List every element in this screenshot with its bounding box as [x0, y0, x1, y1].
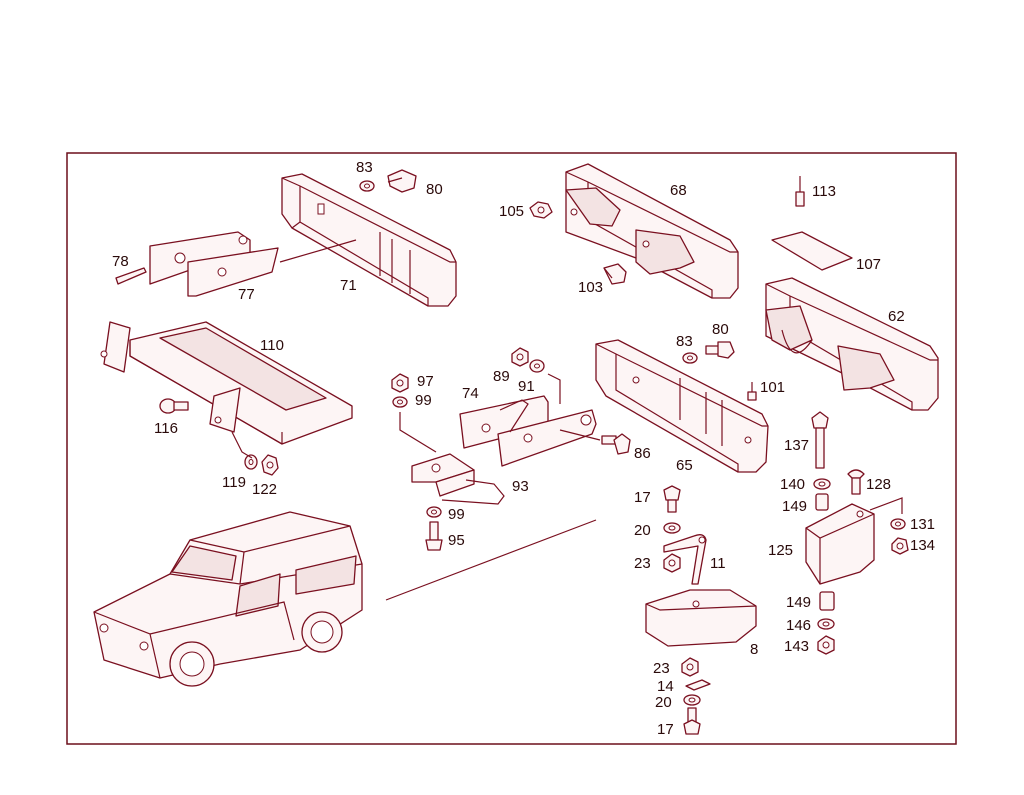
- part-103-bolt[interactable]: [603, 263, 627, 285]
- part-8-mount[interactable]: [645, 589, 757, 647]
- label-78: 78: [112, 253, 129, 270]
- part-74-hinge[interactable]: [459, 395, 601, 467]
- part-91-washer[interactable]: [529, 359, 545, 373]
- label-103: 103: [578, 279, 603, 296]
- part-149-spacer-lower[interactable]: [819, 591, 835, 611]
- part-68-bumper[interactable]: [565, 163, 739, 299]
- part-65-bumper[interactable]: [595, 339, 769, 473]
- part-105-nut[interactable]: [529, 201, 553, 219]
- label-83-top: 83: [356, 159, 373, 176]
- label-116: 116: [154, 420, 178, 437]
- part-93-bracket[interactable]: [411, 453, 505, 505]
- label-80-mid: 80: [712, 321, 729, 338]
- label-68: 68: [670, 182, 687, 199]
- label-14: 14: [657, 678, 674, 695]
- label-128: 128: [866, 476, 891, 493]
- part-97-nut[interactable]: [391, 373, 409, 393]
- label-8: 8: [750, 641, 758, 658]
- label-149-lower: 149: [786, 594, 811, 611]
- part-20-washer-lower[interactable]: [683, 694, 701, 706]
- label-20-lower: 20: [655, 694, 672, 711]
- part-83-washer-mid[interactable]: [682, 352, 698, 364]
- label-97: 97: [417, 373, 434, 390]
- part-71-bumper[interactable]: [281, 173, 457, 307]
- part-113-bolt[interactable]: [795, 176, 805, 207]
- label-107: 107: [856, 256, 881, 273]
- label-99-upper: 99: [415, 392, 432, 409]
- part-62-bumper[interactable]: [765, 277, 939, 411]
- part-99-washer-lower[interactable]: [426, 506, 442, 518]
- label-20-upper: 20: [634, 522, 651, 539]
- label-23-upper: 23: [634, 555, 651, 572]
- label-74: 74: [462, 385, 479, 402]
- label-11: 11: [710, 555, 726, 572]
- label-95: 95: [448, 532, 465, 549]
- label-146: 146: [786, 617, 811, 634]
- label-62: 62: [888, 308, 905, 325]
- part-128-bolt[interactable]: [847, 469, 865, 495]
- part-140-washer[interactable]: [813, 478, 831, 490]
- part-146-washer[interactable]: [817, 618, 835, 630]
- label-110: 110: [260, 337, 284, 354]
- label-23-lower: 23: [653, 660, 670, 677]
- part-83-washer-top[interactable]: [359, 180, 375, 192]
- label-71: 71: [340, 277, 357, 294]
- label-86: 86: [634, 445, 651, 462]
- part-143-nut[interactable]: [817, 635, 835, 655]
- label-131: 131: [910, 516, 935, 533]
- part-17-bolt-lower[interactable]: [683, 707, 701, 735]
- label-140: 140: [780, 476, 805, 493]
- label-83-mid: 83: [676, 333, 693, 350]
- vehicle-illustration: [93, 511, 363, 687]
- part-137-bolt[interactable]: [811, 411, 829, 469]
- label-122: 122: [252, 481, 277, 498]
- part-17-bolt-upper[interactable]: [663, 485, 681, 513]
- label-105: 105: [499, 203, 524, 220]
- part-77-bracket[interactable]: [149, 231, 357, 297]
- label-134: 134: [910, 537, 935, 554]
- part-95-bolt[interactable]: [425, 521, 443, 551]
- part-125-mount[interactable]: [805, 503, 875, 585]
- label-91: 91: [518, 378, 535, 395]
- label-93: 93: [512, 478, 529, 495]
- label-149-upper: 149: [782, 498, 807, 515]
- label-89: 89: [493, 368, 510, 385]
- part-23-nut-lower[interactable]: [681, 657, 699, 677]
- label-125: 125: [768, 542, 793, 559]
- label-101: 101: [760, 379, 785, 396]
- part-86-bolt[interactable]: [601, 433, 631, 455]
- label-119: 119: [222, 474, 246, 491]
- part-107-plate[interactable]: [771, 231, 853, 271]
- label-113: 113: [812, 183, 836, 200]
- part-20-washer-upper[interactable]: [663, 522, 681, 534]
- part-11-bracket[interactable]: [663, 534, 707, 585]
- label-17-upper: 17: [634, 489, 651, 506]
- part-134-nut[interactable]: [891, 537, 909, 555]
- part-149-spacer-upper[interactable]: [815, 493, 829, 511]
- part-labels: 83 80 78 77 71 105 68 103 113 107 62 110…: [112, 159, 935, 738]
- part-78-strip[interactable]: [115, 267, 147, 285]
- part-131-washer[interactable]: [890, 518, 906, 530]
- part-110-tray[interactable]: [100, 321, 353, 445]
- part-116-bolt[interactable]: [159, 398, 189, 414]
- part-80-bolt-mid[interactable]: [705, 341, 735, 359]
- part-101-screw[interactable]: [747, 382, 757, 401]
- part-23-nut-upper[interactable]: [663, 553, 681, 573]
- label-17-lower: 17: [657, 721, 674, 738]
- label-80-top: 80: [426, 181, 443, 198]
- part-14-plate[interactable]: [685, 679, 711, 691]
- part-119-washer[interactable]: [244, 454, 258, 470]
- part-122-nut[interactable]: [261, 454, 279, 476]
- part-80-bolt-top[interactable]: [387, 169, 417, 193]
- label-77: 77: [238, 286, 255, 303]
- part-99-washer-upper[interactable]: [392, 396, 408, 408]
- label-143: 143: [784, 638, 809, 655]
- label-99-lower: 99: [448, 506, 465, 523]
- diagram-frame: [66, 152, 957, 745]
- label-65: 65: [676, 457, 693, 474]
- label-137: 137: [784, 437, 809, 454]
- part-89-nut[interactable]: [511, 347, 529, 367]
